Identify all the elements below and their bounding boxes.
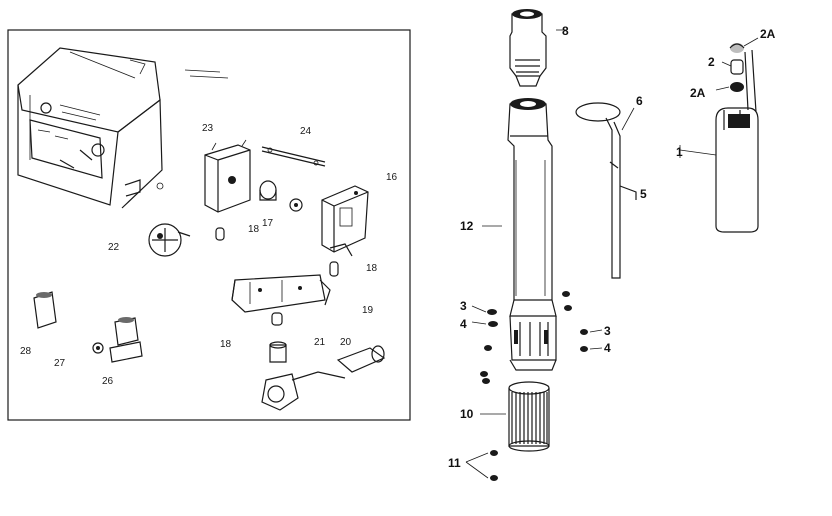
inset-labels: 23 24 16 22 18 17 18 19 18 21 20 28 27 2… [20, 123, 398, 387]
inset-label-17: 17 [262, 218, 274, 229]
pump-label-4-left: 4 [460, 317, 467, 331]
inset-label-20: 20 [340, 337, 352, 348]
terminal-block [321, 185, 369, 257]
motor-lead-assembly: 2A 2 2A 1 [676, 27, 776, 233]
pump-leaders [465, 29, 603, 479]
inset-label-22: 22 [108, 242, 120, 253]
cable-label-1: 1 [676, 145, 683, 159]
inset-label-19: 19 [362, 305, 374, 316]
pump-label-10: 10 [460, 407, 474, 421]
motor-lead-labels: 2A 2 2A 1 [676, 27, 776, 159]
pump-label-8: 8 [562, 24, 569, 38]
pump-label-12: 12 [460, 219, 474, 233]
pump-label-11: 11 [448, 456, 461, 470]
pump-label-3-right: 3 [604, 324, 611, 338]
pump-body [507, 98, 557, 371]
pump-labels: 8 12 3 4 3 4 10 11 [448, 24, 611, 470]
control-box-housing [17, 47, 229, 209]
control-box-inset: 23 24 16 22 18 17 18 19 18 21 20 28 27 2… [7, 29, 411, 421]
inset-label-16: 16 [386, 172, 398, 183]
inset-label-18-b: 18 [366, 263, 378, 274]
pressure-switch [261, 341, 386, 411]
discharge-head [509, 9, 547, 87]
inset-label-27: 27 [54, 358, 66, 369]
inset-label-24: 24 [300, 126, 312, 137]
inset-label-21: 21 [314, 337, 326, 348]
pump-label-4-right: 4 [604, 341, 611, 355]
relay-box [204, 139, 251, 213]
inset-label-18-a: 18 [248, 224, 260, 235]
wire-guard: 6 5 [575, 94, 647, 279]
pump-label-3-left: 3 [460, 299, 467, 313]
cable-label-2A-top: 2A [760, 27, 776, 41]
inset-frame [7, 29, 411, 421]
inset-label-28: 28 [20, 346, 32, 357]
cable-label-2: 2 [708, 55, 715, 69]
fasteners [480, 291, 588, 481]
inset-label-18-c: 18 [220, 339, 232, 350]
wire-guard-label-6: 6 [636, 94, 643, 108]
fittings-group [33, 291, 143, 363]
mounting-bracket [231, 274, 331, 313]
overload-protector [148, 223, 191, 257]
inset-label-26: 26 [102, 376, 114, 387]
small-clip-parts [215, 227, 339, 326]
wire-guard-labels: 6 5 [636, 94, 647, 201]
cable-label-2A-bottom: 2A [690, 86, 706, 100]
intake-screen [508, 381, 550, 452]
wire-guard-label-5: 5 [640, 187, 647, 201]
capacitor-cap [259, 180, 303, 212]
inset-label-23: 23 [202, 123, 214, 134]
contact-bar [261, 146, 326, 167]
pump-assembly: 8 12 3 4 3 4 10 11 [448, 9, 611, 481]
